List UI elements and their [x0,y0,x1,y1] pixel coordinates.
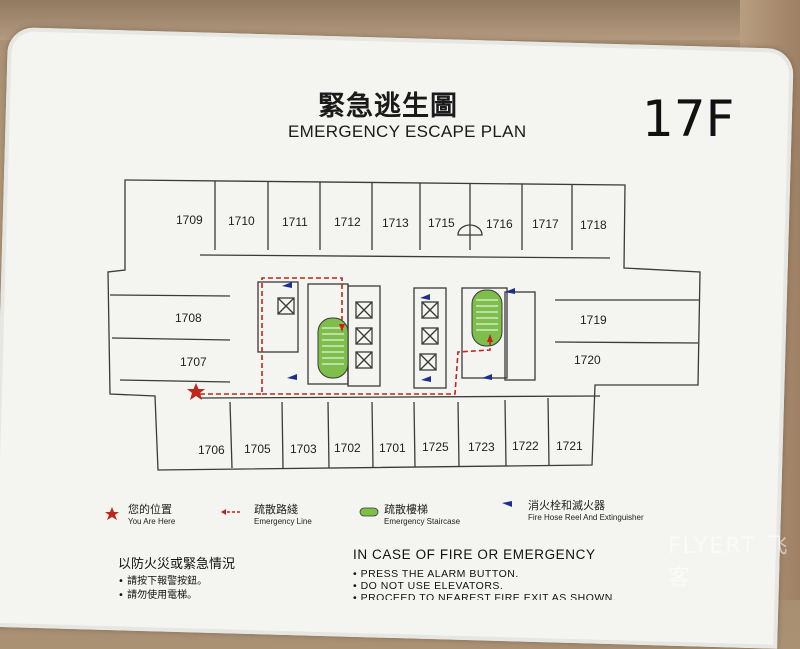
notice-en-1-text: PRESS THE ALARM BUTTON. [360,568,519,580]
room-1711: 1711 [282,215,308,229]
legend-line-en: Emergency Line [254,517,312,526]
core-left-room [257,281,299,353]
room-1715: 1715 [428,216,455,230]
notice-en-3: • PROCEED TO NEAREST FIRE EXIT AS SHOWN. [353,592,616,600]
notice-zh-2: • 請勿使用電梯。 [118,590,198,601]
room-1722: 1722 [512,439,539,453]
title-english: EMERGENCY ESCAPE PLAN [288,122,527,141]
notice-en-title: IN CASE OF FIRE OR EMERGENCY [353,547,596,562]
room-1709: 1709 [176,213,203,227]
legend-line-zh: 疏散路綫 [254,503,298,516]
title-chinese: 緊急逃生圖 [318,91,458,122]
legend-hose-zh: 消火栓和滅火器 [528,499,605,512]
core-lifts-right [413,287,447,389]
legend-star-icon [105,507,119,520]
route-arrow-right [487,334,493,342]
room-1708: 1708 [175,311,202,325]
room-1716: 1716 [486,217,513,231]
legend-here-zh: 您的位置 [128,503,172,516]
notice-zh-1: • 請按下報警按鈕。 [118,576,208,587]
room-1702: 1702 [334,441,361,455]
emergency-staircase-left [317,317,349,379]
watermark: FLYERT 飞客 [668,534,790,591]
evacuation-route [200,277,491,395]
notice-zh-2-text: 請勿使用電梯。 [127,590,198,601]
fire-hose-markers [282,282,515,382]
room-1713: 1713 [382,216,409,230]
legend-route-icon [221,509,240,515]
legend-here-en: You Are Here [128,517,176,526]
notice-en-3-text: PROCEED TO NEAREST FIRE EXIT AS SHOWN. [360,592,617,600]
room-1710: 1710 [228,214,255,228]
legend-staircase-icon [359,507,379,517]
notice-zh-title: 以防火災或緊急情況 [118,557,236,572]
room-1701: 1701 [379,441,406,455]
legend-hose-icon [502,501,512,507]
room-1707: 1707 [180,355,207,369]
floor-plan: 1709 1710 1711 1712 1713 1715 1716 1717 … [105,179,701,520]
floor-label: 17F [642,90,735,148]
emergency-staircase-right [471,289,503,347]
room-1718: 1718 [580,218,607,232]
room-1723: 1723 [468,440,495,454]
legend-emergency-staircase: 疏散樓梯 Emergency Staircase [384,504,460,528]
room-1706: 1706 [198,443,225,457]
plan-walls [107,179,701,471]
room-1717: 1717 [532,217,559,231]
room-1712: 1712 [334,215,361,229]
notice-en-1: • PRESS THE ALARM BUTTON. [353,568,519,580]
legend-hose-en: Fire Hose Reel And Extinguisher [528,513,644,522]
notice-en-2: • DO NOT USE ELEVATORS. [353,580,504,592]
legend-fire-hose: 消火栓和滅火器 Fire Hose Reel And Extinguisher [528,500,644,524]
room-1703: 1703 [290,442,317,456]
room-1720: 1720 [574,353,601,367]
core-right-room [504,291,536,381]
legend-stair-en: Emergency Staircase [384,517,461,526]
you-are-here-star [187,383,205,400]
room-1725: 1725 [422,440,449,454]
room-1705: 1705 [244,442,271,456]
legend-you-are-here: 您的位置 You Are Here [128,504,175,528]
route-arrow-left [339,324,345,332]
room-1721: 1721 [556,439,583,453]
legend-emergency-line: 疏散路綫 Emergency Line [254,504,312,528]
room-1719: 1719 [580,313,607,327]
notice-zh-1-text: 請按下報警按鈕。 [127,576,208,587]
legend-stair-zh: 疏散樓梯 [384,503,428,516]
outer-wall [107,179,701,471]
notice-en-2-text: DO NOT USE ELEVATORS. [360,580,504,592]
